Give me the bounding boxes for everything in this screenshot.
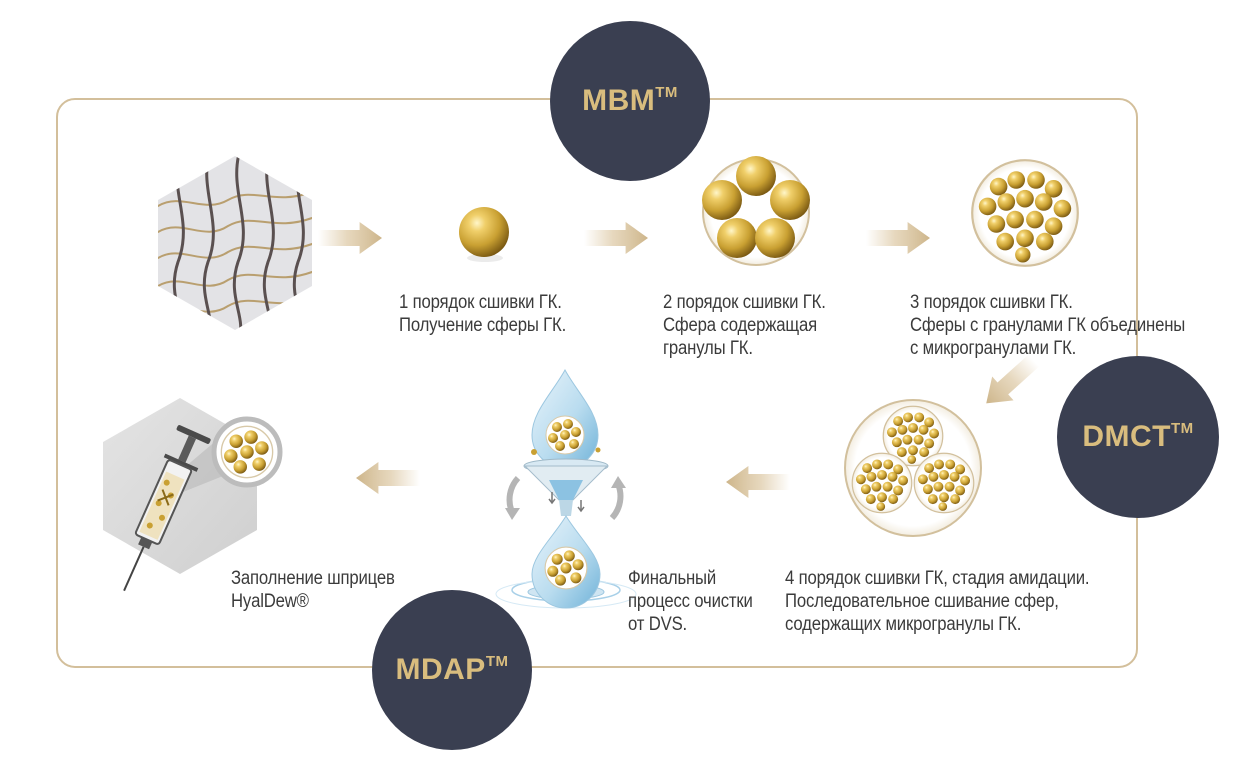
step4-caption: 4 порядок сшивки ГК, стадия амидации. По…: [785, 567, 1090, 636]
caption-line: 3 порядок сшивки ГК.: [910, 292, 1073, 313]
caption-line: процесс очистки: [628, 591, 753, 612]
flow-arrow-icon: [356, 462, 420, 494]
caption-line: Заполнение шприцев: [231, 568, 395, 589]
dmct-badge: DMCTTM: [1057, 356, 1219, 518]
mbm-badge: MBMTM: [550, 21, 710, 181]
five-sphere-cluster-icon: [702, 156, 810, 266]
purification-funnel-icon: [495, 368, 637, 609]
trademark-mark: TM: [1170, 420, 1194, 437]
flow-arrow-icon: [584, 222, 648, 254]
caption-line: 4 порядок сшивки ГК, стадия амидации.: [785, 568, 1090, 589]
trademark-mark: TM: [485, 653, 509, 670]
caption-line: гранулы ГК.: [663, 338, 753, 359]
caption-line: 2 порядок сшивки ГК.: [663, 292, 826, 313]
caption-line: Получение сферы ГК.: [399, 315, 567, 336]
caption-line: 1 порядок сшивки ГК.: [399, 292, 562, 313]
caption-line: Сферы с гранулами ГК объединены: [910, 315, 1186, 336]
mdap-badge-label: MDAPTM: [395, 653, 509, 686]
dmct-badge-label: DMCTTM: [1082, 420, 1194, 453]
mdap-badge: MDAPTM: [372, 590, 532, 750]
caption-line: Сфера содержащая: [663, 315, 817, 336]
syringe-icon: [103, 398, 283, 592]
step1-caption: 1 порядок сшивки ГК. Получение сферы ГК.: [399, 291, 566, 337]
step3-caption: 3 порядок сшивки ГК. Сферы с гранулами Г…: [910, 291, 1185, 360]
triple-cluster-icon: [844, 399, 982, 537]
caption-line: Последовательное сшивание сфер,: [785, 591, 1059, 612]
granule-cluster-icon: [971, 159, 1079, 267]
syringe-caption: Заполнение шприцев HyalDew®: [231, 567, 395, 613]
mbm-badge-label: MBMTM: [582, 84, 678, 117]
flow-arrow-icon: [318, 222, 382, 254]
caption-line: с микрогранулами ГК.: [910, 338, 1077, 359]
flow-arrow-icon: [866, 222, 930, 254]
step2-caption: 2 порядок сшивки ГК. Сфера содержащая гр…: [663, 291, 826, 360]
caption-line: Финальный: [628, 568, 717, 589]
flow-arrow-icon: [726, 466, 790, 498]
purification-caption: Финальный процесс очистки от DVS.: [628, 567, 753, 636]
caption-line: HyalDew®: [231, 591, 309, 612]
caption-line: содержащих микрогранулы ГК.: [785, 614, 1022, 635]
trademark-mark: TM: [655, 84, 678, 101]
single-sphere-icon: [459, 207, 509, 262]
ha-fiber-mesh-icon: [158, 156, 312, 330]
caption-line: от DVS.: [628, 614, 688, 635]
